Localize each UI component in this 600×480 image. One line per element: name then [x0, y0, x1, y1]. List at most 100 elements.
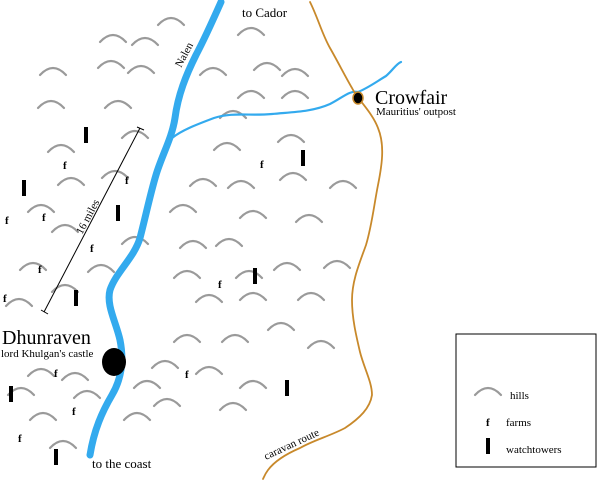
- hill: [122, 411, 152, 422]
- hill: [214, 237, 244, 248]
- to-cador-label: to Cador: [242, 5, 288, 20]
- farm: f: [218, 279, 222, 291]
- distance-scale: [40, 126, 145, 315]
- crowfair-sublabel: Mauritius' outpost: [376, 106, 456, 118]
- distance-label: 16 miles: [74, 198, 102, 237]
- farm: f: [63, 160, 67, 172]
- farm: f: [125, 175, 129, 187]
- hill: [150, 359, 180, 370]
- legend-farm-icon: f: [486, 417, 490, 429]
- watchtower: [84, 127, 88, 143]
- hill: [198, 66, 228, 77]
- hill: [212, 141, 242, 152]
- hill: [98, 33, 128, 44]
- hill: [238, 209, 268, 220]
- hill: [26, 203, 56, 214]
- farm: f: [90, 243, 94, 255]
- legend: hills f farms watchtowers: [455, 333, 597, 468]
- hill: [48, 439, 78, 450]
- river-nalen: [86, 0, 225, 459]
- hill: [100, 169, 130, 180]
- hill: [226, 179, 256, 190]
- hill: [306, 339, 336, 350]
- hill: [280, 67, 310, 78]
- legend-watchtower-icon: [486, 438, 490, 454]
- hill: [132, 379, 162, 390]
- legend-farms-label: farms: [506, 417, 531, 429]
- legend-hills-label: hills: [510, 390, 529, 402]
- legend-hill-icon: [473, 386, 503, 397]
- hill: [220, 333, 250, 344]
- farm: f: [38, 264, 42, 276]
- hill: [120, 235, 150, 246]
- hill: [46, 143, 76, 154]
- hill: [236, 89, 266, 100]
- watchtower: [54, 449, 58, 465]
- watchtower: [116, 205, 120, 221]
- hill: [60, 371, 90, 382]
- watchtower: [74, 290, 78, 306]
- hill: [4, 297, 34, 308]
- hill: [194, 365, 224, 376]
- hill: [238, 291, 268, 302]
- hill: [252, 61, 282, 72]
- hill: [278, 171, 308, 182]
- river-tributary: [170, 60, 403, 140]
- hill: [280, 89, 310, 100]
- hill: [26, 367, 56, 378]
- hill: [294, 213, 324, 224]
- dhunraven-sublabel: lord Khulgan's castle: [1, 348, 94, 360]
- hill: [178, 239, 208, 250]
- crowfair-label: Crowfair: [375, 87, 448, 109]
- hill: [328, 179, 358, 190]
- watchtower: [22, 180, 26, 196]
- crowfair-marker: [352, 91, 364, 105]
- hill: [156, 16, 186, 27]
- hill: [28, 411, 58, 422]
- dhunraven-castle-marker: [102, 348, 126, 376]
- hill: [103, 99, 133, 110]
- hill: [194, 293, 224, 304]
- watchtower: [285, 380, 289, 396]
- hill: [86, 263, 116, 274]
- caravan-route: [262, 1, 384, 480]
- legend-watchtowers-label: watchtowers: [506, 444, 562, 456]
- watchtowers: [9, 127, 305, 465]
- hill: [172, 333, 202, 344]
- hill: [276, 133, 306, 144]
- hill: [218, 401, 248, 412]
- hill: [172, 269, 202, 280]
- hill: [152, 397, 182, 408]
- farm: f: [18, 433, 22, 445]
- watchtower: [9, 386, 13, 402]
- hill: [38, 66, 68, 77]
- hill: [168, 203, 198, 214]
- hill: [36, 99, 66, 110]
- hill: [130, 36, 160, 47]
- hills-layer: [4, 16, 358, 450]
- hill: [266, 321, 296, 332]
- hill: [126, 64, 156, 75]
- hill: [50, 223, 80, 234]
- hill: [188, 177, 218, 188]
- hill: [238, 379, 268, 390]
- hill: [236, 26, 266, 37]
- hill: [272, 261, 302, 272]
- farm: f: [5, 215, 9, 227]
- farm: f: [185, 369, 189, 381]
- watchtower: [301, 150, 305, 166]
- hill: [120, 129, 150, 140]
- hill: [72, 389, 102, 400]
- watchtower: [253, 268, 257, 284]
- farm: f: [54, 368, 58, 380]
- farm: f: [260, 159, 264, 171]
- to-coast-label: to the coast: [92, 456, 152, 471]
- hill: [296, 291, 326, 302]
- farm: f: [42, 212, 46, 224]
- hill: [234, 269, 264, 280]
- caravan-route-label: caravan route: [262, 427, 321, 463]
- hill: [322, 259, 352, 270]
- legend-box: [455, 333, 597, 468]
